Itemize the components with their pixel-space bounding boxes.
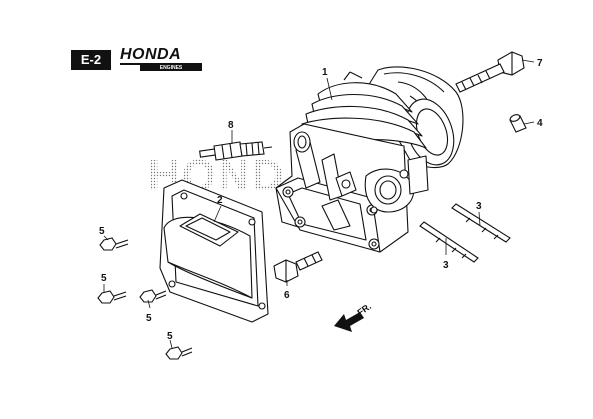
part-5-flange-bolts [97,237,193,360]
leader-lines [103,59,535,349]
part-8-spark-plug [199,141,273,161]
front-direction-arrow: FR. [334,301,373,332]
bolt-5a [99,237,129,251]
bolt-5d [165,346,193,360]
honda-engines-logo: HONDA ENGINES [120,47,202,71]
callout-5-c: 5 [146,313,152,324]
callout-5-a: 5 [99,226,105,237]
callout-3-lower: 3 [443,260,449,271]
callout-5-b: 5 [101,273,107,284]
callout-1: 1 [322,67,328,78]
callout-4: 4 [537,118,543,129]
part-2-head-cover [159,179,269,323]
callout-8: 8 [228,120,234,131]
part-3-studs [419,203,511,263]
part-7-long-bolt [455,51,525,93]
callout-6: 6 [284,290,290,301]
section-code-badge: E-2 [71,50,111,70]
callout-2: 2 [217,195,223,206]
logo-rule [120,63,202,65]
bolt-5b [97,290,127,304]
bolt-5c [139,289,167,303]
brand-wordmark: HONDA [120,46,182,63]
callout-7: 7 [537,58,543,69]
part-1-cylinder-head [275,66,464,253]
callout-labels: 1 2 3 3 4 5 5 5 5 6 7 8 [99,58,543,342]
part-4-dowel-pin [509,114,527,133]
callout-5-d: 5 [167,331,173,342]
brand-subtitle: ENGINES [140,65,202,71]
callout-3-upper: 3 [476,201,482,212]
part-6-head-bolt [273,251,323,283]
